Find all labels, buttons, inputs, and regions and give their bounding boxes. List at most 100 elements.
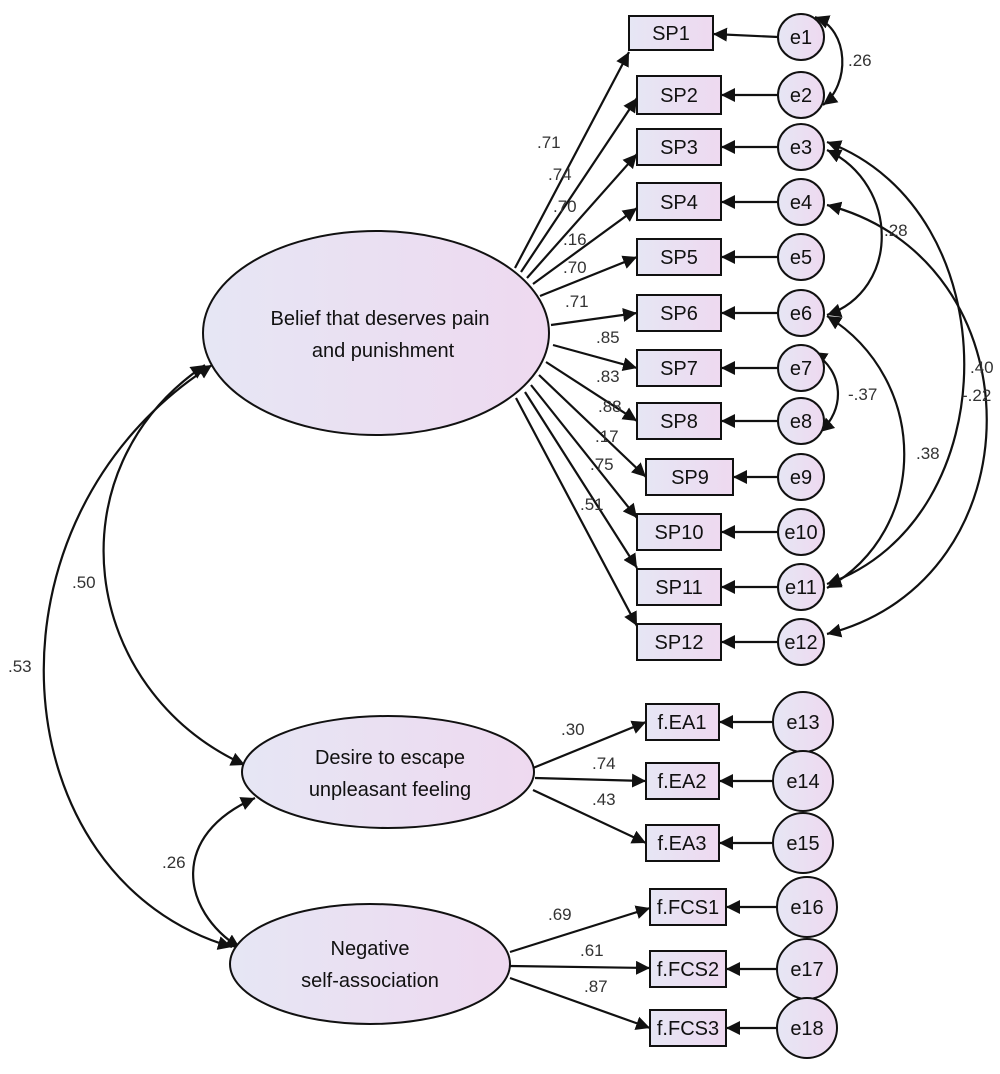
latent-negative-line1: Negative bbox=[331, 938, 410, 960]
error-e6-circle bbox=[777, 289, 825, 337]
cov-label-e7-e8: -.37 bbox=[848, 385, 877, 404]
path-negative-fcs1 bbox=[509, 905, 651, 954]
loading-sp10: .17 bbox=[595, 427, 619, 446]
path-belief-sp11 bbox=[524, 391, 638, 569]
error-e17-label: e17 bbox=[790, 959, 823, 981]
error-e12-label: e12 bbox=[784, 632, 817, 654]
error-e1-circle bbox=[777, 13, 825, 61]
path-desire-ea3 bbox=[532, 789, 647, 844]
observed-sp6-box bbox=[636, 294, 722, 332]
loading-fcs3: .87 bbox=[584, 977, 608, 996]
cov-label-e6-e11: .38 bbox=[916, 444, 940, 463]
latent-belief-ellipse bbox=[202, 230, 550, 436]
loading-ea3: .43 bbox=[592, 790, 616, 809]
observed-sp8-label: SP8 bbox=[660, 411, 698, 433]
error-e18-circle bbox=[776, 997, 838, 1059]
error-e7-circle bbox=[777, 344, 825, 392]
error-e8-label: e8 bbox=[790, 411, 812, 433]
error-e15-circle bbox=[772, 812, 834, 874]
observed-fcs2-box bbox=[649, 950, 727, 988]
observed-sp2-box bbox=[636, 75, 722, 115]
observed-ea2-label: f.EA2 bbox=[658, 771, 707, 793]
error-e9-label: e9 bbox=[790, 467, 812, 489]
path-belief-sp1 bbox=[514, 51, 630, 269]
cov-label-desire-negative: .26 bbox=[162, 853, 186, 872]
cov-label-e3-e6: .28 bbox=[884, 221, 908, 240]
loading-sp11: .75 bbox=[590, 455, 614, 474]
latent-negative: Negative self-association bbox=[229, 903, 511, 1025]
cov-label-e1-e2: .26 bbox=[848, 51, 872, 70]
latent-negative-ellipse bbox=[229, 903, 511, 1025]
path-belief-sp7 bbox=[552, 343, 638, 372]
error-e16-label: e16 bbox=[790, 897, 823, 919]
observed-fcs1-label: f.FCS1 bbox=[657, 897, 719, 919]
error-e8-circle bbox=[777, 397, 825, 445]
latent-belief-line1: Belief that deserves pain bbox=[270, 308, 489, 330]
observed-sp6-label: SP6 bbox=[660, 303, 698, 325]
observed-ea3-box bbox=[645, 824, 720, 862]
path-belief-sp9 bbox=[538, 374, 647, 478]
cov-label-belief-negative: .53 bbox=[8, 657, 32, 676]
cov-label-e3-e11: .40 bbox=[970, 358, 994, 377]
error-e2-circle bbox=[777, 71, 825, 119]
observed-fcs3-box bbox=[649, 1009, 727, 1047]
observed-sp1-box bbox=[628, 15, 714, 51]
error-e1-label: e1 bbox=[790, 27, 812, 49]
error-e15-label: e15 bbox=[786, 833, 819, 855]
path-belief-sp3 bbox=[526, 153, 638, 279]
loading-sp2: .74 bbox=[548, 165, 572, 184]
observed-sp10-box bbox=[636, 513, 722, 551]
path-belief-sp2 bbox=[520, 97, 638, 273]
latent-belief-line2: and punishment bbox=[312, 340, 455, 362]
loading-sp6: .71 bbox=[565, 292, 589, 311]
error-e9-circle bbox=[777, 453, 825, 501]
path-negative-fcs3 bbox=[509, 976, 651, 1030]
observed-sp7-box bbox=[636, 349, 722, 387]
latent-desire-line1: Desire to escape bbox=[315, 747, 465, 769]
error-e14-label: e14 bbox=[786, 771, 819, 793]
path-e1-sp1 bbox=[712, 27, 779, 42]
error-e7-label: e7 bbox=[790, 358, 812, 380]
cov-belief-negative bbox=[42, 364, 233, 950]
observed-ea1-label: f.EA1 bbox=[658, 712, 707, 734]
observed-fcs3-label: f.FCS3 bbox=[657, 1018, 719, 1040]
observed-sp9-box bbox=[645, 458, 734, 496]
observed-sp1-label: SP1 bbox=[652, 23, 690, 45]
observed-fcs2-label: f.FCS2 bbox=[657, 959, 719, 981]
path-desire-ea2 bbox=[534, 773, 647, 788]
error-e10-circle bbox=[777, 508, 825, 556]
observed-sp5-label: SP5 bbox=[660, 247, 698, 269]
loading-ea2: .74 bbox=[592, 754, 616, 773]
path-belief-sp5 bbox=[539, 255, 638, 298]
error-e2-label: e2 bbox=[790, 85, 812, 107]
observed-ea3-label: f.EA3 bbox=[658, 833, 707, 855]
error-e12-circle bbox=[777, 618, 825, 666]
observed-sp5-box bbox=[636, 238, 722, 276]
error-e16-circle bbox=[776, 876, 838, 938]
error-e4-circle bbox=[777, 178, 825, 226]
loading-fcs2: .61 bbox=[580, 941, 604, 960]
path-belief-sp6 bbox=[550, 308, 638, 327]
latent-negative-line2: self-association bbox=[301, 970, 439, 992]
cov-e3-e6 bbox=[826, 149, 883, 318]
loading-sp8: .83 bbox=[596, 367, 620, 386]
error-e11-label: e11 bbox=[785, 577, 817, 599]
error-e14-circle bbox=[772, 750, 834, 812]
path-belief-sp12 bbox=[515, 397, 638, 627]
cov-e4-e12 bbox=[826, 201, 988, 638]
observed-ea1-box bbox=[645, 703, 720, 741]
error-e11-circle bbox=[777, 563, 825, 611]
error-e4-label: e4 bbox=[790, 192, 812, 214]
path-belief-sp10 bbox=[530, 384, 638, 519]
path-desire-ea1 bbox=[532, 720, 647, 770]
loading-sp12: .51 bbox=[580, 495, 604, 514]
error-e13-label: e13 bbox=[786, 712, 819, 734]
observed-sp2-label: SP2 bbox=[660, 85, 698, 107]
observed-sp4-box bbox=[636, 182, 722, 221]
error-e6-label: e6 bbox=[790, 303, 812, 325]
cov-e6-e11 bbox=[826, 315, 906, 589]
latent-belief: Belief that deserves pain and punishment bbox=[202, 230, 550, 436]
latent-desire-ellipse bbox=[241, 715, 535, 829]
cov-e3-e11 bbox=[826, 140, 966, 586]
loading-ea1: .30 bbox=[561, 720, 585, 739]
